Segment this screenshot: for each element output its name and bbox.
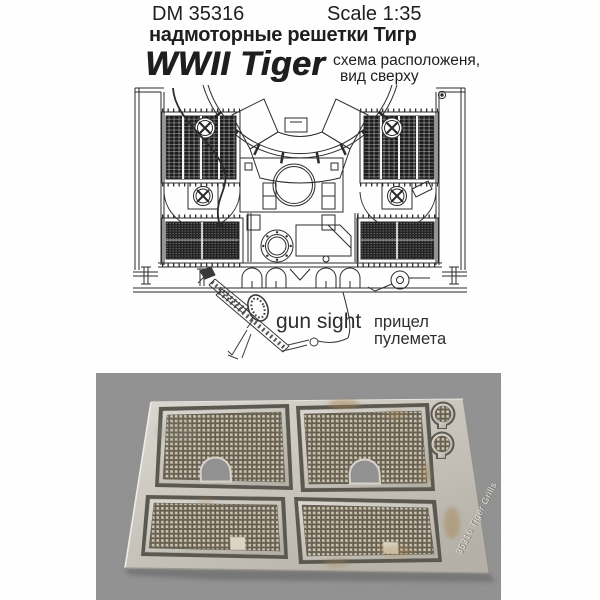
gun-sight-label-ru-line2: пулемета: [374, 330, 447, 348]
gun-sight-label-en: gun sight: [276, 310, 362, 333]
hull-outline: [134, 88, 466, 270]
gun-sight-label-ru-line1: прицел: [374, 313, 429, 331]
engine-deck-diagram: [133, 85, 467, 360]
rear-plate: [133, 262, 467, 339]
grille-upper-right: [359, 108, 439, 187]
grille-lower-right: [356, 214, 439, 267]
title-russian: надмоторные решетки Тигр: [149, 24, 417, 46]
armored-fan-cover-left: [187, 182, 219, 210]
grille-lower-left: [161, 214, 244, 267]
splash-guard-plates: [231, 98, 369, 184]
product-photo: 35316 Tiger Grills 35316 Tiger Grills: [96, 373, 501, 600]
antenna-cable: [172, 87, 227, 223]
gun-sight-drawing: [197, 266, 349, 360]
title-english: WWII Tiger: [145, 45, 326, 83]
subtitle-russian-line1: схема расположеня,: [333, 52, 481, 69]
subtitle-russian-line2: вид сверху: [340, 68, 419, 85]
product-code: DM 35316: [152, 3, 245, 25]
fuel-filler-cap: [260, 229, 294, 263]
scale-label: Scale 1:35: [327, 3, 422, 25]
photo-grain: [96, 373, 501, 600]
grille-upper-left: [161, 108, 241, 187]
armored-fan-cover-right: [381, 180, 433, 210]
